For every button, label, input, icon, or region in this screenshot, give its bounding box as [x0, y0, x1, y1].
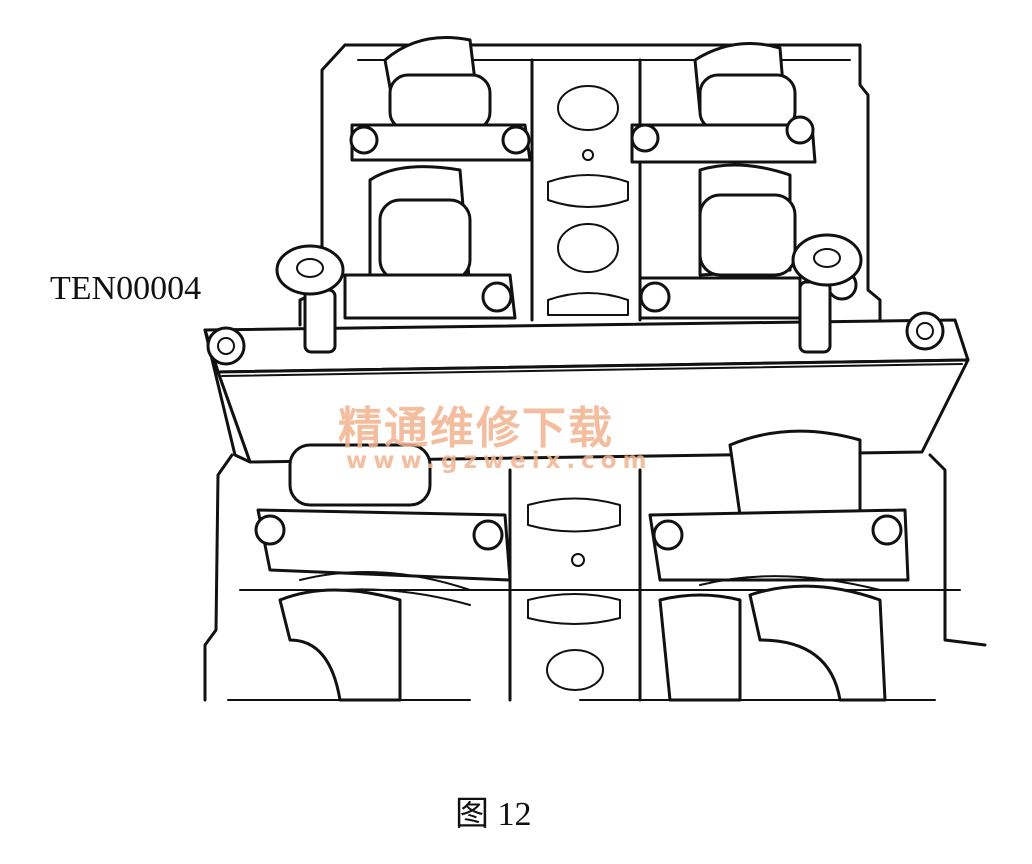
figure-caption: 图 12	[455, 796, 532, 833]
upper-left-camshaft	[343, 36, 532, 320]
tool-code-label: TEN00004	[50, 270, 202, 307]
watermark-url: www.gzweix.com	[346, 448, 653, 474]
lower-right-camshaft	[648, 429, 910, 702]
watermark-chinese: 精通维修下载	[338, 403, 614, 454]
lower-left-camshaft	[254, 443, 512, 702]
